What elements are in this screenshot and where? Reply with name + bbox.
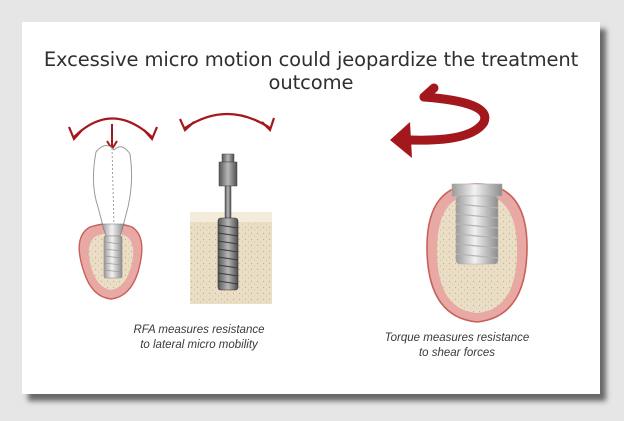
slide-title: Excessive micro motion could jeopardize …	[43, 48, 579, 94]
rotation-arrow-icon	[390, 83, 490, 158]
slide: Excessive micro motion could jeopardize …	[22, 22, 600, 394]
implant-crown-icon	[78, 145, 143, 300]
rfa-caption-line1: RFA measures resistance	[133, 324, 265, 336]
implant-cross-section-icon	[426, 183, 528, 323]
rfa-caption-line2: to lateral micro mobility	[140, 339, 258, 351]
lateral-arrow-icon	[178, 112, 276, 133]
torque-caption: Torque measures resistance to shear forc…	[322, 331, 592, 361]
torque-caption-line1: Torque measures resistance	[384, 332, 530, 344]
lateral-arrow-icon	[67, 117, 159, 151]
diagram-art	[67, 83, 528, 323]
rfa-caption: RFA measures resistance to lateral micro…	[64, 323, 334, 353]
torque-caption-line2: to shear forces	[418, 347, 496, 359]
implant-in-bone-icon	[190, 153, 272, 304]
